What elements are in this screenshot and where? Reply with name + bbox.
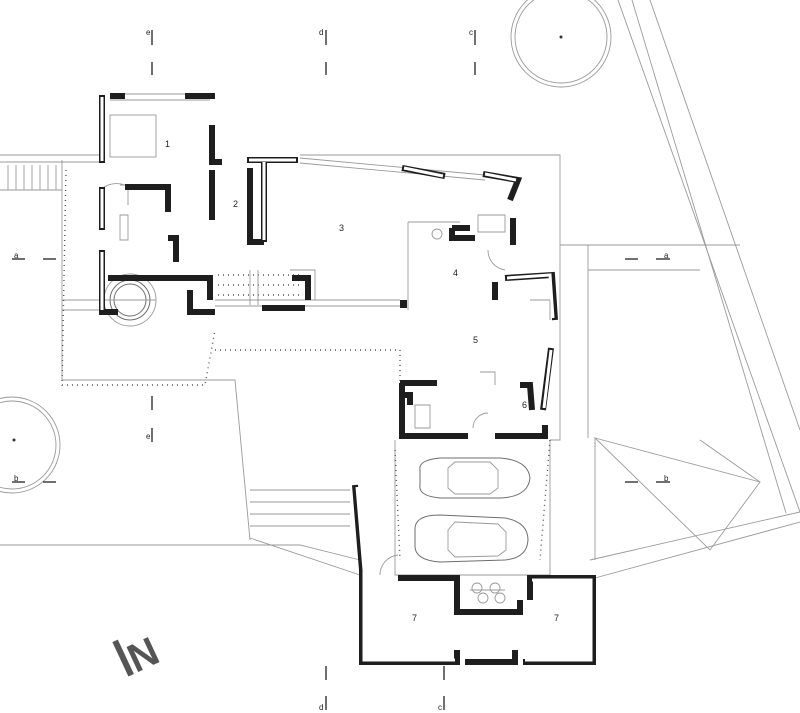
section-c-top: c	[469, 28, 473, 37]
room-label-2: 2	[233, 199, 238, 209]
walls-inner	[100, 97, 593, 662]
room-label-4: 4	[453, 268, 458, 278]
section-a-left: a	[14, 251, 19, 260]
section-b-left: b	[14, 474, 19, 483]
section-a-right: a	[664, 251, 669, 260]
garage-door-arc	[379, 554, 399, 576]
room-label-5: 5	[473, 335, 478, 345]
north-arrow-icon: N	[112, 629, 166, 681]
interior-lines	[99, 93, 551, 429]
section-c-bottom: c	[438, 703, 442, 712]
site-boundary	[560, 0, 800, 579]
tree-left	[0, 396, 61, 494]
room-label-1: 1	[165, 139, 170, 149]
section-e-top: e	[146, 28, 151, 37]
section-b-right: b	[664, 474, 669, 483]
room-label-7-right: 7	[554, 613, 559, 623]
bicycles	[470, 582, 506, 604]
room-label-3: 3	[339, 223, 344, 233]
room-labels: 1 2 3 4 5 6 7 7	[165, 139, 559, 623]
section-d-bottom: d	[319, 703, 323, 712]
section-markers: e d c a a e b b d c	[12, 28, 670, 712]
tree-top	[510, 0, 612, 88]
entry-stairs	[7, 165, 57, 190]
terrain-lines	[0, 154, 561, 576]
car-lower	[414, 514, 529, 563]
spiral-stair	[103, 273, 157, 327]
walls	[99, 93, 596, 665]
roof-overhang	[61, 169, 551, 561]
room-label-7-left: 7	[412, 613, 417, 623]
section-e-bottom: e	[146, 432, 151, 441]
section-d-top: d	[319, 28, 323, 37]
car-upper	[419, 457, 531, 499]
room-label-6: 6	[522, 400, 527, 410]
